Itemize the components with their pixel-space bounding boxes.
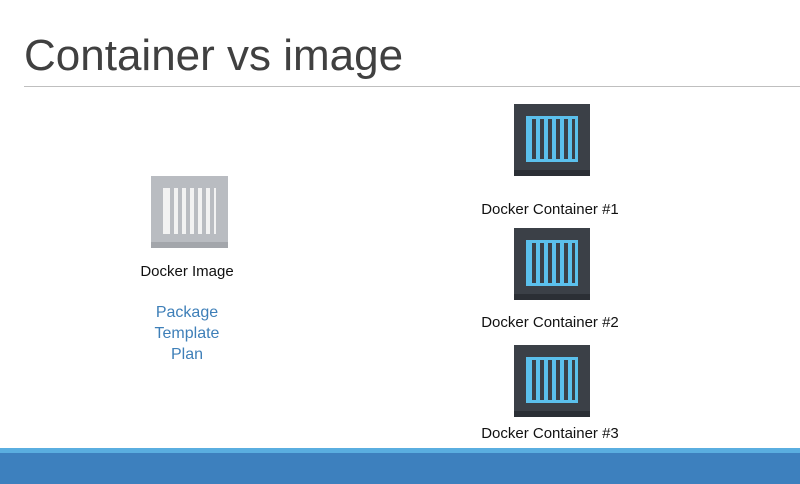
descriptor-template: Template [154,325,220,342]
docker-image-label: Docker Image [140,263,234,280]
footer-accent-line [0,448,800,453]
footer-bar [0,453,800,484]
title-divider [24,86,800,87]
docker-container-icon [514,104,590,176]
docker-container-2-label: Docker Container #2 [481,314,619,331]
docker-container-icon [514,228,590,300]
slide-title: Container vs image [24,31,404,80]
docker-container-3-label: Docker Container #3 [481,425,619,442]
docker-image-icon [151,176,228,248]
descriptor-package: Package [155,304,219,321]
docker-container-icon [514,345,590,417]
docker-container-1-label: Docker Container #1 [481,201,619,218]
image-descriptors: Package Template Plan [117,302,257,365]
descriptor-plan: Plan [170,346,204,363]
